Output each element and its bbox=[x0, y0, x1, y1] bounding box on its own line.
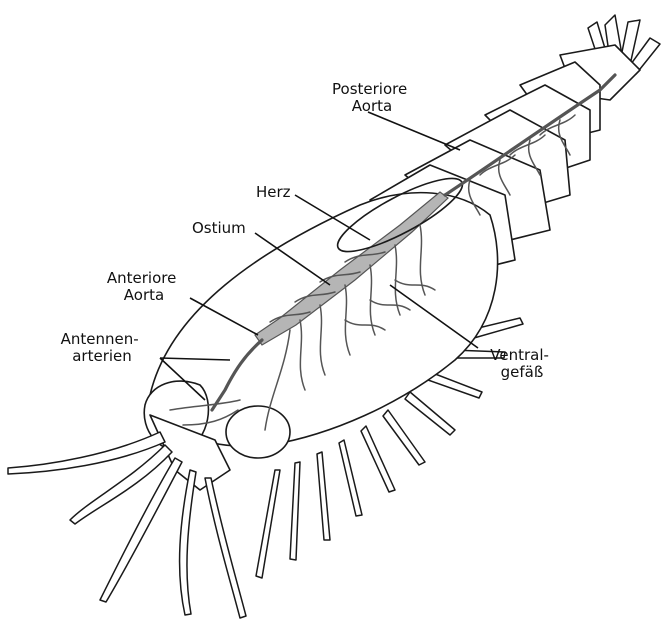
label-antennenarterien: Antennen- arterien bbox=[61, 330, 144, 365]
label-anteriore-aorta-line1: Anteriore bbox=[107, 269, 176, 287]
label-ostium: Ostium bbox=[192, 219, 246, 237]
label-antennenarterien-line1: Antennen- bbox=[61, 330, 139, 348]
label-herz: Herz bbox=[256, 183, 291, 201]
label-ventralgefaess: Ventral- gefäß bbox=[490, 346, 553, 381]
label-ventralgefaess-line1: Ventral- bbox=[490, 346, 549, 364]
label-posteriore-aorta-line2: Aorta bbox=[352, 97, 392, 115]
label-anteriore-aorta: Anteriore Aorta bbox=[107, 269, 181, 304]
label-posteriore-aorta-line1: Posteriore bbox=[332, 80, 407, 98]
label-ventralgefaess-line2: gefäß bbox=[501, 363, 544, 381]
label-antennenarterien-line2: arterien bbox=[72, 347, 132, 365]
label-posteriore-aorta: Posteriore Aorta bbox=[332, 80, 412, 115]
label-anteriore-aorta-line2: Aorta bbox=[124, 286, 164, 304]
